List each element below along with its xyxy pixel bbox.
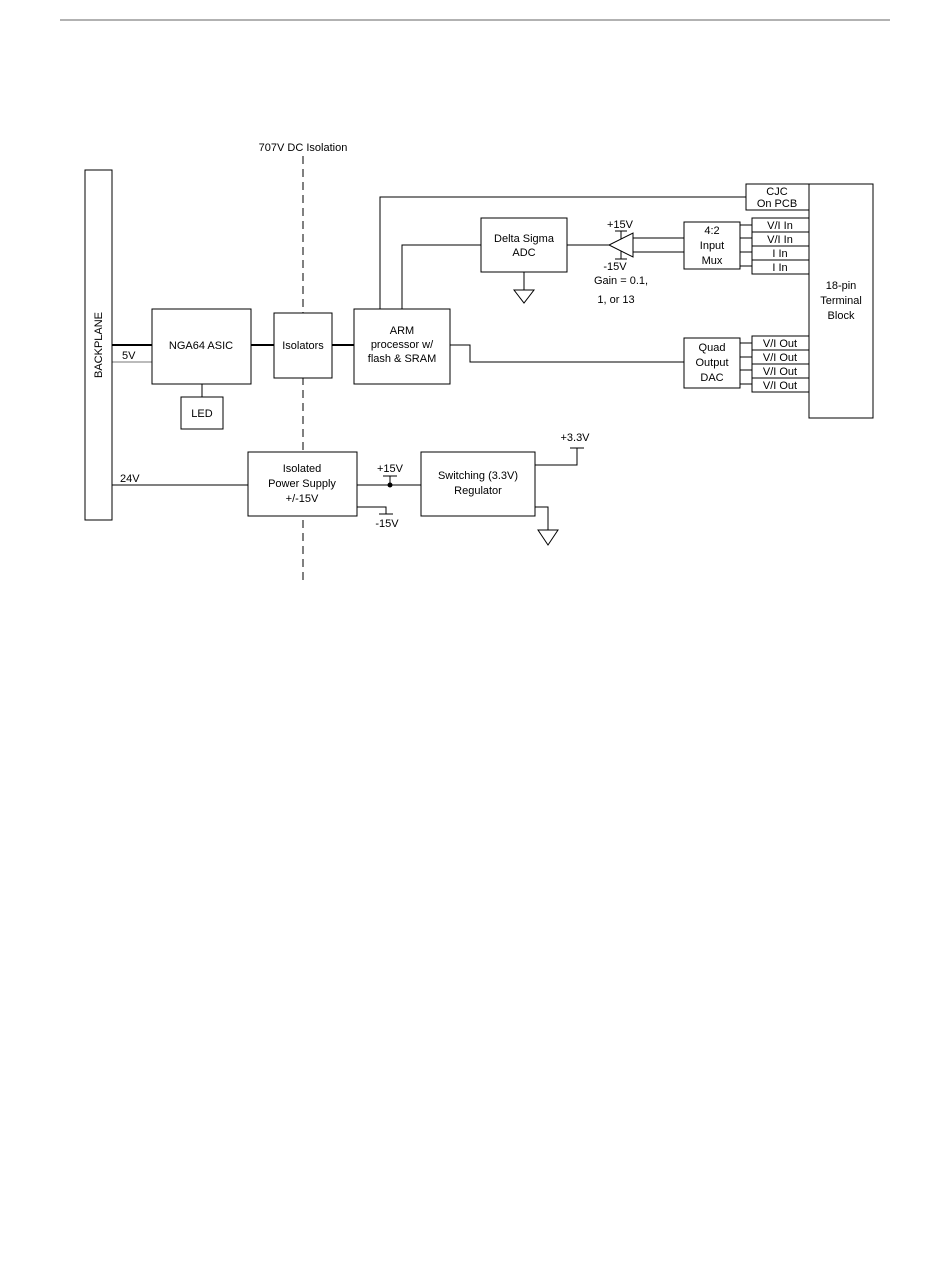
wire-arm-dac bbox=[450, 344, 684, 363]
wire-psu-minus bbox=[357, 506, 387, 514]
input-label: V/I In bbox=[767, 220, 793, 232]
arm-label-1: ARM bbox=[390, 325, 414, 337]
adc-label-1: Delta Sigma bbox=[494, 233, 555, 245]
wire-reg-33v bbox=[535, 448, 578, 466]
cjc-label-2: On PCB bbox=[757, 198, 797, 210]
arm-box bbox=[353, 308, 451, 385]
ground-icon bbox=[537, 529, 559, 546]
psu-minus-label: -15V bbox=[375, 518, 399, 530]
adc-box bbox=[480, 217, 568, 273]
dac-label-2: Output bbox=[695, 357, 728, 369]
terminal-label-3: Block bbox=[828, 310, 855, 322]
backplane-box bbox=[84, 169, 113, 521]
terminal-label-2: Terminal bbox=[820, 295, 862, 307]
psu-box bbox=[247, 451, 358, 517]
output-label: V/I Out bbox=[763, 338, 797, 350]
led-label: LED bbox=[191, 408, 212, 420]
output-label: V/I Out bbox=[763, 352, 797, 364]
isolators-box bbox=[273, 312, 333, 379]
wire-reg-ground bbox=[535, 506, 549, 530]
psu-label-1: Isolated bbox=[283, 463, 322, 475]
isolators-label: Isolators bbox=[282, 340, 324, 352]
arm-label-3: flash & SRAM bbox=[368, 353, 436, 365]
input-label: I In bbox=[772, 262, 787, 274]
v33-label: +3.3V bbox=[560, 432, 590, 444]
output-label: V/I Out bbox=[763, 366, 797, 378]
mux-label-3: Mux bbox=[702, 255, 723, 267]
arm-label-2: processor w/ bbox=[371, 339, 434, 351]
asic-label: NGA64 ASIC bbox=[169, 340, 233, 352]
regulator-label-2: Regulator bbox=[454, 485, 502, 497]
isolation-label: 707V DC Isolation bbox=[259, 142, 348, 154]
regulator-label-1: Switching (3.3V) bbox=[438, 470, 518, 482]
dac-label-3: DAC bbox=[700, 372, 723, 384]
mux-box bbox=[683, 221, 741, 270]
dac-label-1: Quad bbox=[699, 342, 726, 354]
wire-arm-adc bbox=[401, 244, 481, 309]
mux-label-1: 4:2 bbox=[704, 225, 719, 237]
led-box bbox=[180, 396, 224, 430]
v5-label: 5V bbox=[122, 350, 136, 362]
wire-arm-cjc bbox=[379, 196, 746, 309]
gain-label-2: 1, or 13 bbox=[597, 294, 634, 306]
cjc-label-1: CJC bbox=[766, 186, 787, 198]
output-label: V/I Out bbox=[763, 380, 797, 392]
psu-label-3: +/-15V bbox=[286, 493, 319, 505]
mux-label-2: Input bbox=[700, 240, 724, 252]
output-cell bbox=[751, 377, 810, 393]
adc-label-2: ADC bbox=[512, 247, 535, 259]
amp-minus-label: -15V bbox=[603, 261, 627, 273]
terminal-label-1: 18-pin bbox=[826, 280, 857, 292]
gain-label-1: Gain = 0.1, bbox=[594, 275, 648, 287]
amp-plus-label: +15V bbox=[607, 219, 634, 231]
backplane-label: BACKPLANE bbox=[93, 312, 105, 378]
regulator-box bbox=[420, 451, 536, 517]
asic-box bbox=[151, 308, 252, 385]
dac-box bbox=[683, 337, 741, 389]
input-label: I In bbox=[772, 248, 787, 260]
terminal-block-box bbox=[808, 183, 874, 419]
input-label: V/I In bbox=[767, 234, 793, 246]
psu-label-2: Power Supply bbox=[268, 478, 336, 490]
psu-plus-label: +15V bbox=[377, 463, 404, 475]
v24-label: 24V bbox=[120, 473, 140, 485]
ground-icon bbox=[512, 289, 536, 304]
